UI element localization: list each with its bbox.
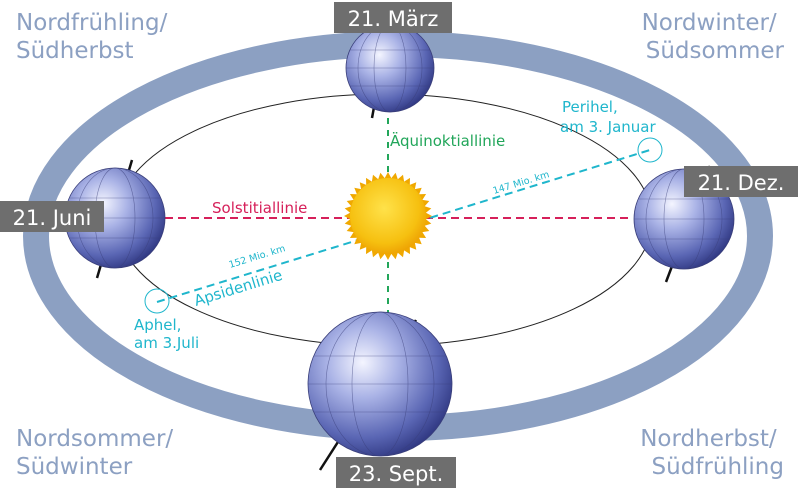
- aphel-label: Aphel, am 3.Juli: [134, 316, 199, 352]
- sun: [344, 172, 432, 260]
- earth-september: [307, 311, 453, 471]
- svg-text:21. Dez.: 21. Dez.: [698, 171, 785, 195]
- svg-text:21. Juni: 21. Juni: [13, 206, 92, 230]
- corner-top-left: Nordfrühling/ Südherbst: [16, 10, 175, 64]
- aphel-marker: [144, 288, 170, 314]
- date-december: 21. Dez.: [684, 166, 798, 197]
- svg-text:21. März: 21. März: [348, 7, 439, 31]
- corner-top-right: Nordwinter/ Südsommer: [642, 10, 785, 64]
- earth-march: [345, 9, 435, 119]
- perihel-marker: [637, 137, 663, 163]
- solstice-label: Solstitiallinie: [212, 199, 307, 217]
- date-september: 23. Sept.: [336, 457, 456, 488]
- equinox-label: Äquinoktiallinie: [390, 131, 505, 150]
- svg-text:23. Sept.: 23. Sept.: [349, 462, 444, 486]
- apsides-label: Apsidenlinie: [192, 266, 285, 310]
- corner-bottom-right: Nordherbst/ Südfrühling: [640, 426, 784, 480]
- date-march: 21. März: [334, 2, 452, 33]
- perihel-label: Perihel, am 3. Januar: [560, 98, 656, 136]
- apsides-line: [156, 149, 651, 303]
- corner-bottom-left: Nordsommer/ Südwinter: [16, 426, 180, 480]
- perihel-distance: 147 Mio. km: [492, 169, 551, 197]
- date-june: 21. Juni: [0, 201, 104, 232]
